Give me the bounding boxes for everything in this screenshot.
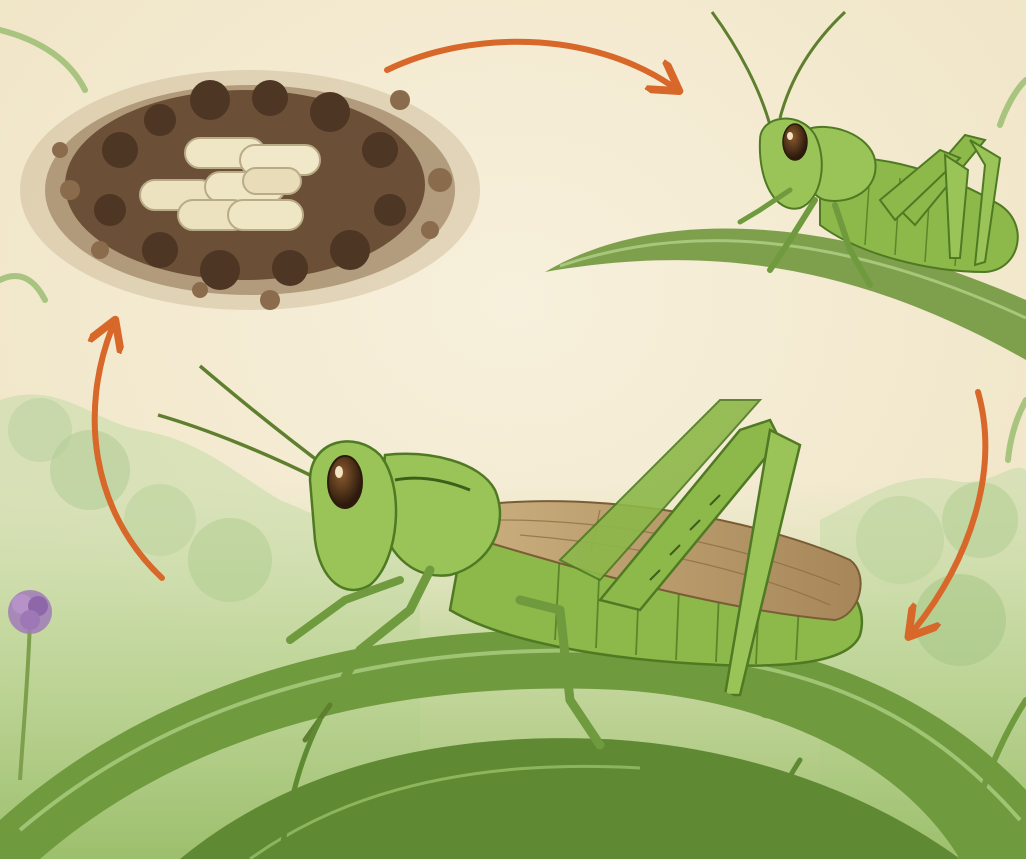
egg-pod-in-soil-icon bbox=[20, 70, 480, 310]
